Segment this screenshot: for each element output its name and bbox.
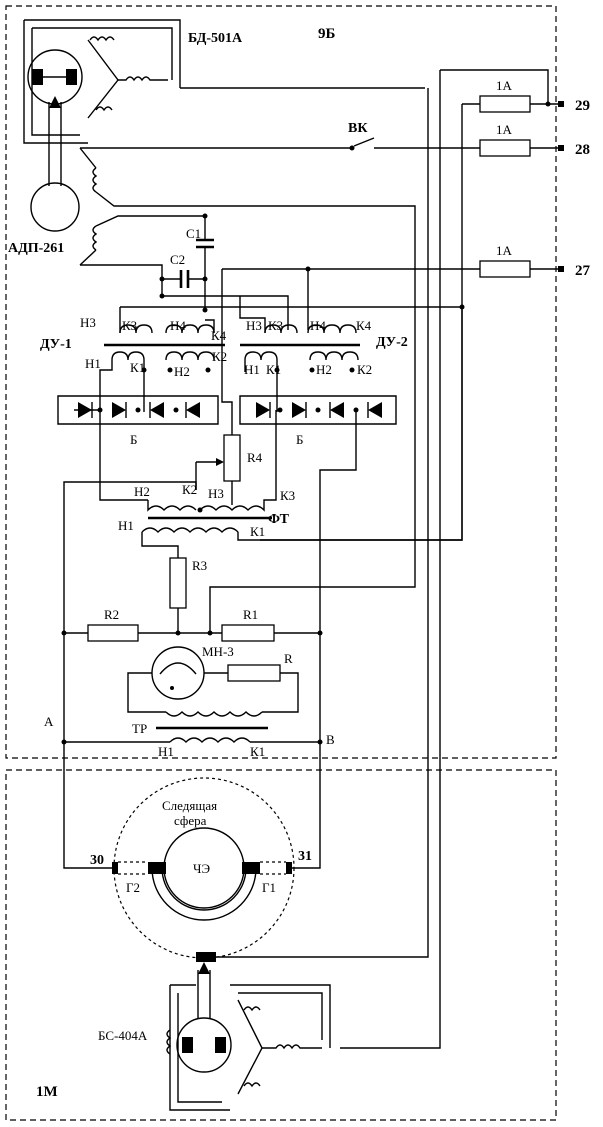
resistor-r bbox=[204, 664, 299, 713]
wire-k4-bus bbox=[162, 295, 289, 330]
ft-k3: К3 bbox=[280, 488, 295, 503]
capacitor-c1 bbox=[196, 213, 214, 310]
tr-transformer bbox=[61, 711, 323, 745]
block-1m-label: 1М bbox=[36, 1084, 58, 1100]
bs-404a-synchro bbox=[166, 962, 331, 1111]
ft-n1: Н1 bbox=[118, 518, 134, 533]
r1-label: R1 bbox=[243, 607, 258, 622]
diode-bridge-1 bbox=[57, 395, 219, 501]
adp-261-motor bbox=[30, 96, 80, 232]
node-b-label: В bbox=[326, 732, 335, 747]
node-a-label: А bbox=[44, 714, 54, 729]
du2-label: ДУ-2 bbox=[376, 335, 408, 350]
du1-k4: К4 bbox=[211, 328, 227, 343]
wire-sphere-feed bbox=[216, 88, 429, 958]
du2-n4: Н4 bbox=[310, 318, 326, 333]
du1-n2: Н2 bbox=[174, 364, 190, 379]
bs-label: БС-404А bbox=[98, 1028, 148, 1043]
wire-b-bus bbox=[292, 633, 321, 869]
tr-label: ТР bbox=[132, 721, 147, 736]
ft-label: ФТ bbox=[268, 512, 290, 527]
wire-a-bus bbox=[63, 481, 197, 869]
wire-c1-r4 bbox=[222, 268, 309, 330]
wire-r4-feed bbox=[221, 269, 233, 435]
capacitor-c2 bbox=[159, 270, 208, 299]
resistor-r1 bbox=[221, 624, 320, 642]
ft-k1: К1 bbox=[250, 524, 265, 539]
bd-label: БД-501А bbox=[188, 31, 243, 46]
fuse-29 bbox=[260, 95, 560, 541]
du1-n1: Н1 bbox=[85, 356, 101, 371]
block-9b-label: 9Б bbox=[318, 26, 336, 42]
block-1m-boundary bbox=[5, 769, 557, 1121]
g2-label: Г2 bbox=[126, 880, 140, 895]
du2-k2: К2 bbox=[357, 362, 372, 377]
bridge2-label: Б bbox=[296, 432, 303, 447]
ft-k2: К2 bbox=[182, 482, 197, 497]
terminal-27-label: 27 bbox=[575, 263, 591, 279]
terminal-31-label: 31 bbox=[298, 849, 312, 864]
adp-excitation-winding bbox=[79, 215, 205, 296]
terminal-30-label: 30 bbox=[90, 853, 104, 868]
ft-n3: Н3 bbox=[208, 486, 224, 501]
du1-n3: Н3 bbox=[80, 315, 96, 330]
r3-label: R3 bbox=[192, 558, 207, 573]
fuse-27-rating: 1А bbox=[496, 243, 513, 258]
du-1-amplifier bbox=[99, 307, 225, 412]
che-label: ЧЭ bbox=[193, 861, 210, 876]
du1-k3: К3 bbox=[122, 318, 137, 333]
c1-label: С1 bbox=[186, 226, 201, 241]
tr-k1: К1 bbox=[250, 744, 265, 759]
g1-label: Г1 bbox=[262, 880, 276, 895]
du1-label: ДУ-1 bbox=[40, 337, 72, 352]
fuse-28-rating: 1А bbox=[496, 122, 513, 137]
adp-label: АДП-261 bbox=[8, 241, 64, 256]
fuse-27 bbox=[305, 260, 564, 278]
resistor-r2 bbox=[64, 624, 222, 642]
fuse-28 bbox=[479, 139, 564, 157]
fuse-29-rating: 1А bbox=[496, 78, 513, 93]
du2-k1: К1 bbox=[266, 362, 281, 377]
block-9b-boundary bbox=[5, 5, 557, 759]
du2-k3: К3 bbox=[268, 318, 283, 333]
du-2-amplifier bbox=[239, 296, 360, 412]
du2-n2: Н2 bbox=[316, 362, 332, 377]
du1-k1: К1 bbox=[130, 360, 145, 375]
vk-label: ВК bbox=[348, 121, 368, 136]
du1-n4: Н4 bbox=[170, 318, 186, 333]
terminal-29 bbox=[340, 69, 564, 1049]
terminal-28-label: 28 bbox=[575, 142, 590, 158]
resistor-r4 bbox=[195, 434, 241, 505]
terminal-29-label: 29 bbox=[575, 98, 590, 114]
r4-label: R4 bbox=[247, 450, 263, 465]
tr-n1: Н1 bbox=[158, 744, 174, 759]
du1-k2: К2 bbox=[212, 349, 227, 364]
ft-n2: Н2 bbox=[134, 484, 150, 499]
diode-bridge-2 bbox=[239, 395, 397, 633]
tracking-sphere bbox=[112, 777, 295, 962]
r2-label: R2 bbox=[104, 607, 119, 622]
du2-n3: Н3 bbox=[246, 318, 262, 333]
du2-n1: Н1 bbox=[244, 362, 260, 377]
vk-switch bbox=[79, 137, 480, 633]
resistor-r3 bbox=[169, 557, 187, 633]
du2-k4: К4 bbox=[356, 318, 372, 333]
c2-label: С2 bbox=[170, 252, 185, 267]
mn-3-meter bbox=[127, 646, 205, 713]
mn3-label: МН-3 bbox=[202, 644, 234, 659]
bridge1-label: Б bbox=[130, 432, 137, 447]
ft-transformer bbox=[141, 307, 463, 558]
r-label: R bbox=[284, 651, 293, 666]
bd-501a-synchro bbox=[23, 19, 425, 144]
